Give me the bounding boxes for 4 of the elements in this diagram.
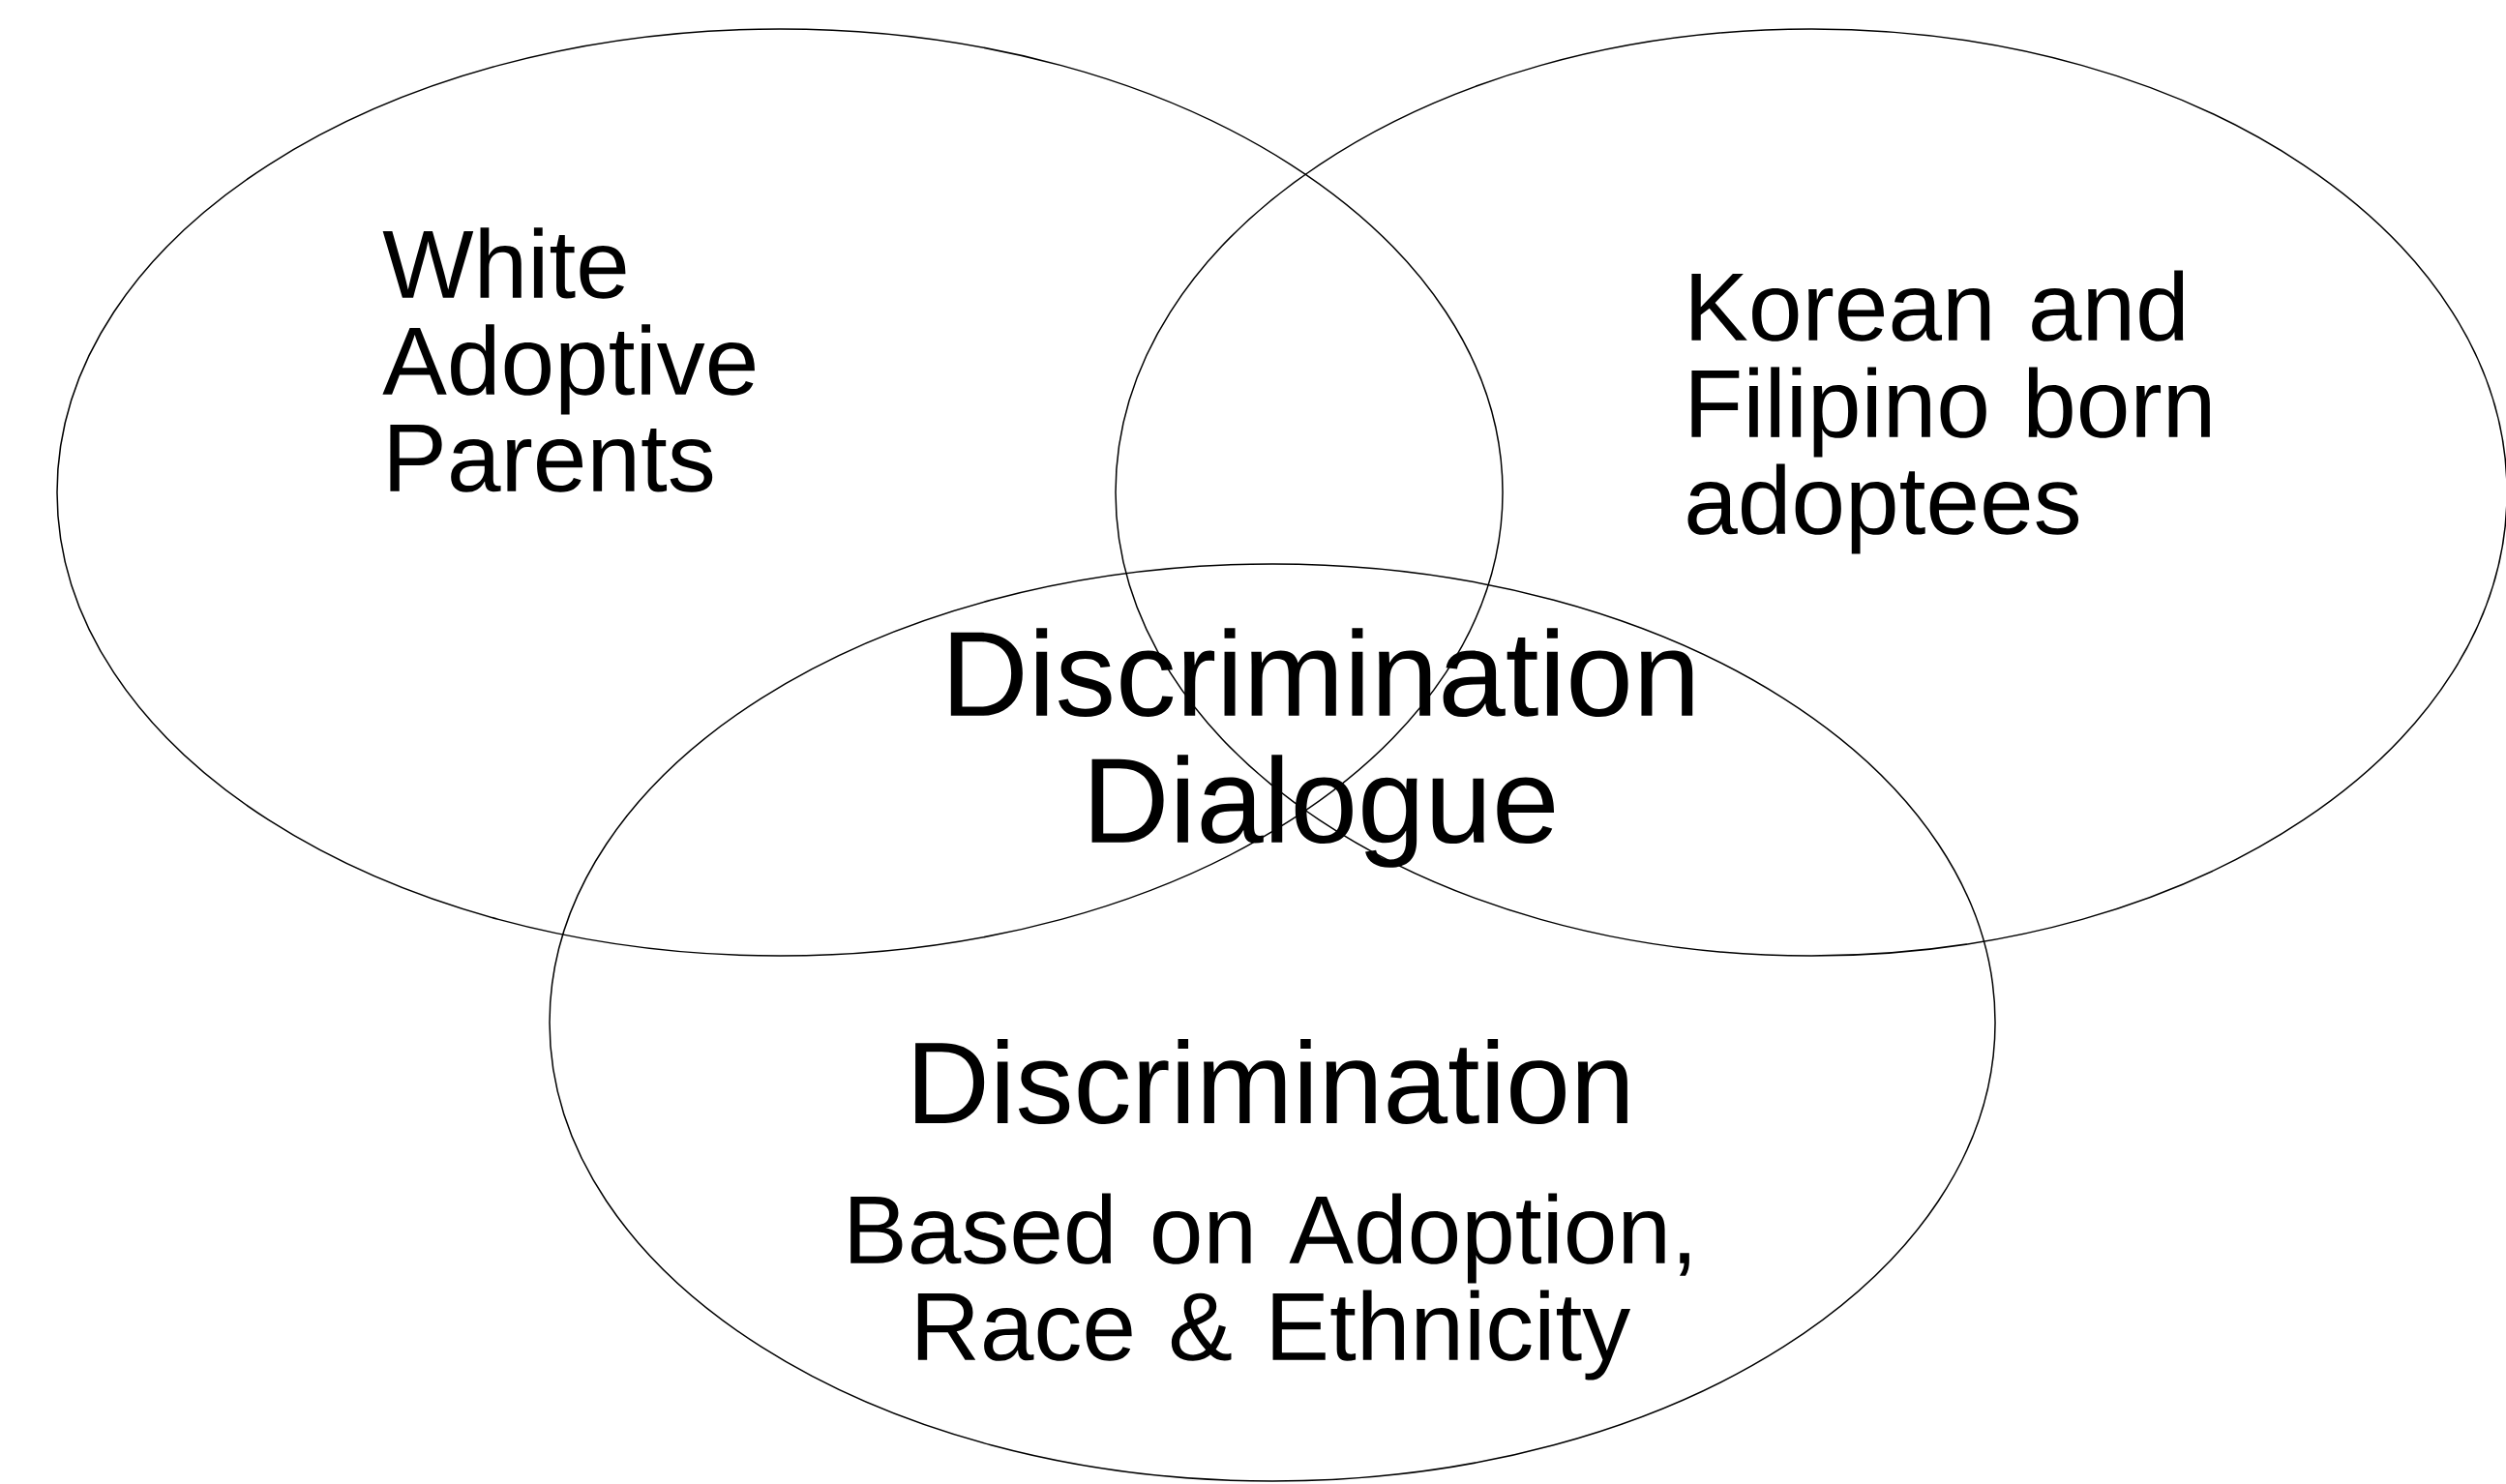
venn-label: White Adoptive Parents: [382, 227, 755, 492]
venn-label: Korean and Filipino born adoptees: [1687, 270, 2210, 554]
venn-label: Based on Adoption, Race & Ethnicity: [850, 1193, 1689, 1380]
venn-label: Discrimination: [915, 1038, 1627, 1125]
